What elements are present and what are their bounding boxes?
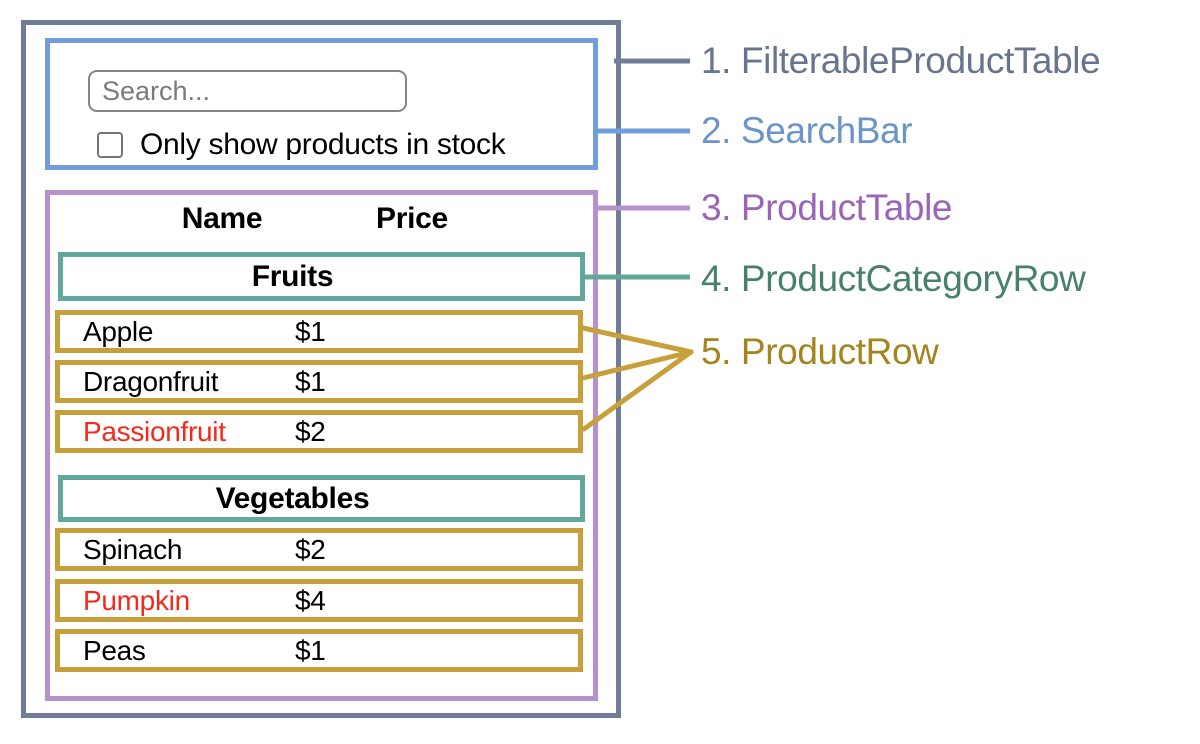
product-row-peas: Peas $1 bbox=[55, 629, 583, 672]
in-stock-checkbox-label: Only show products in stock bbox=[140, 128, 506, 161]
product-name: Apple bbox=[83, 315, 154, 347]
product-price: $4 bbox=[295, 584, 326, 616]
category-row-vegetables: Vegetables bbox=[58, 475, 585, 522]
product-price: $1 bbox=[295, 634, 326, 666]
category-row-fruits: Fruits bbox=[58, 252, 585, 301]
product-name: Peas bbox=[83, 634, 146, 666]
product-name: Passionfruit bbox=[83, 415, 226, 447]
product-row-apple: Apple $1 bbox=[55, 310, 583, 353]
label-search-bar: 2. SearchBar bbox=[701, 110, 913, 151]
product-row-dragonfruit: Dragonfruit $1 bbox=[55, 360, 583, 403]
label-product-table: 3. ProductTable bbox=[701, 187, 953, 228]
label-product-row: 5. ProductRow bbox=[701, 331, 939, 372]
search-bar-box: Only show products in stock bbox=[45, 38, 598, 170]
product-name: Pumpkin bbox=[83, 584, 190, 616]
product-table-box: Name Price Fruits Apple $1 Dragonfruit $… bbox=[45, 190, 598, 701]
product-name: Dragonfruit bbox=[83, 365, 219, 397]
product-row-spinach: Spinach $2 bbox=[55, 528, 583, 571]
search-input[interactable] bbox=[88, 70, 407, 112]
product-price: $2 bbox=[295, 415, 326, 447]
filterable-product-table-box: Only show products in stock Name Price F… bbox=[21, 20, 621, 718]
label-filterable-product-table: 1. FilterableProductTable bbox=[701, 40, 1101, 81]
product-price: $2 bbox=[295, 533, 326, 565]
label-product-category-row: 4. ProductCategoryRow bbox=[701, 258, 1086, 299]
product-name: Spinach bbox=[83, 533, 183, 565]
price-column-header: Price bbox=[376, 202, 448, 235]
product-row-passionfruit: Passionfruit $2 bbox=[55, 410, 583, 453]
product-row-pumpkin: Pumpkin $4 bbox=[55, 579, 583, 622]
product-price: $1 bbox=[295, 365, 326, 397]
in-stock-checkbox[interactable] bbox=[97, 132, 123, 158]
in-stock-checkbox-row: Only show products in stock bbox=[97, 128, 506, 161]
product-price: $1 bbox=[295, 315, 326, 347]
name-column-header: Name bbox=[181, 202, 263, 235]
